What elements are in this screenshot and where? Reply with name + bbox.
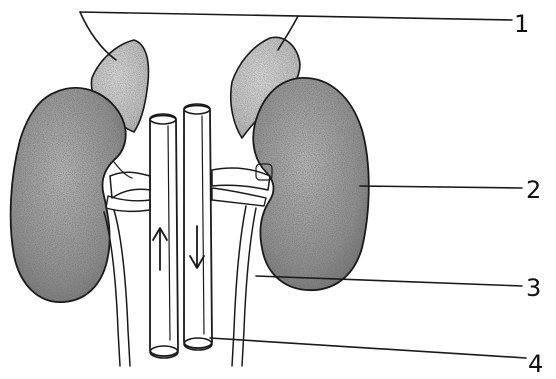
label-4: 4 bbox=[528, 350, 543, 378]
left-kidney bbox=[11, 88, 126, 302]
inferior-vena-cava bbox=[150, 114, 178, 358]
right-ureter bbox=[232, 206, 256, 366]
leader-line-4 bbox=[210, 338, 526, 358]
upward-flow-arrow bbox=[153, 228, 167, 270]
left-renal-vessels bbox=[106, 162, 150, 211]
leader-line-2 bbox=[360, 186, 522, 188]
label-1: 1 bbox=[514, 10, 529, 38]
label-3: 3 bbox=[526, 274, 541, 302]
right-renal-vessels bbox=[212, 164, 272, 206]
aorta bbox=[184, 104, 212, 350]
right-kidney bbox=[253, 78, 369, 290]
downward-flow-arrow bbox=[190, 226, 204, 268]
label-2: 2 bbox=[526, 176, 541, 204]
